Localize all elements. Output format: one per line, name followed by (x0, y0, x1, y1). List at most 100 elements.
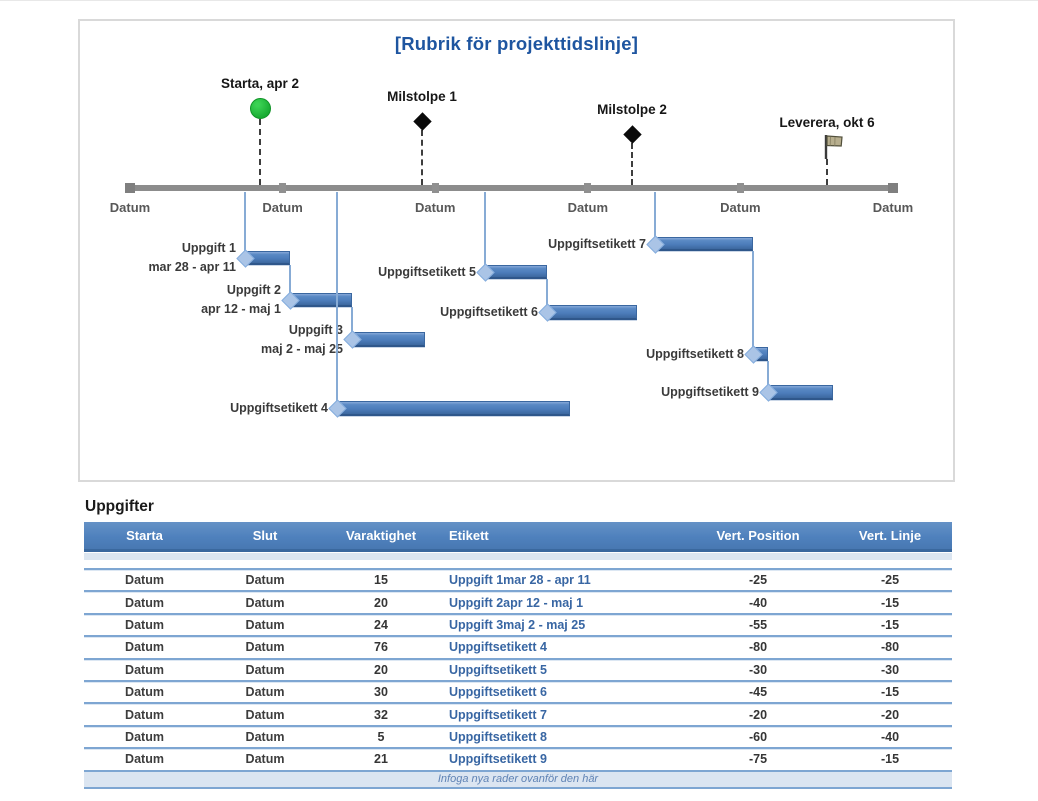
table-cell[interactable]: -20 (688, 708, 828, 722)
table-cell[interactable]: Uppgiftsetikett 7 (437, 708, 688, 722)
table-cell[interactable]: Uppgiftsetikett 8 (437, 730, 688, 744)
table-cell[interactable]: Datum (205, 730, 325, 744)
table-cell[interactable]: -60 (688, 730, 828, 744)
task-label-6: Uppgiftsetikett 6 (318, 303, 538, 322)
axis-tick-mark (737, 183, 744, 193)
table-cell[interactable]: -45 (688, 685, 828, 699)
table-cell[interactable]: -25 (688, 573, 828, 587)
table-cell[interactable]: Datum (84, 663, 205, 677)
milestone-label-deliver[interactable]: Leverera, okt 6 (732, 115, 922, 130)
table-cell[interactable]: -15 (828, 685, 952, 699)
table-spacer (84, 561, 952, 568)
chart-title[interactable]: [Rubrik för projekttidslinje] (78, 33, 955, 55)
table-cell[interactable]: Uppgift 3maj 2 - maj 25 (437, 618, 688, 632)
axis-date-label[interactable]: Datum (848, 200, 938, 215)
table-cell[interactable]: -75 (688, 752, 828, 766)
axis-date-label[interactable]: Datum (238, 200, 328, 215)
milestone-label-milestone-1[interactable]: Milstolpe 1 (327, 89, 517, 104)
table-cell[interactable]: Uppgiftsetikett 5 (437, 663, 688, 677)
table-cell[interactable]: Datum (84, 618, 205, 632)
task-connector-line (244, 192, 246, 251)
table-cell[interactable]: Datum (205, 573, 325, 587)
table-cell[interactable]: Datum (205, 596, 325, 610)
table-cell[interactable]: Datum (205, 685, 325, 699)
table-cell[interactable]: 15 (325, 573, 437, 587)
task-label-7: Uppgiftsetikett 7 (426, 235, 646, 254)
table-cell[interactable]: -15 (828, 596, 952, 610)
table-cell[interactable]: Datum (205, 618, 325, 632)
table-cell[interactable]: Datum (205, 752, 325, 766)
axis-date-label[interactable]: Datum (543, 200, 633, 215)
table-cell[interactable]: Datum (84, 752, 205, 766)
axis-date-label[interactable]: Datum (695, 200, 785, 215)
task-bar-9[interactable] (768, 385, 833, 400)
table-title: Uppgifter (85, 498, 154, 516)
table-cell[interactable]: 24 (325, 618, 437, 632)
task-bar-6[interactable] (547, 305, 637, 320)
table-cell[interactable]: Datum (84, 596, 205, 610)
table-cell[interactable]: Uppgiftsetikett 9 (437, 752, 688, 766)
column-header-slut[interactable]: Slut (205, 528, 325, 543)
table-cell[interactable]: Datum (84, 685, 205, 699)
table-cell[interactable]: Uppgiftsetikett 4 (437, 640, 688, 654)
column-header-varaktighet[interactable]: Varaktighet (325, 528, 437, 543)
column-header-etikett[interactable]: Etikett (437, 528, 688, 543)
table-cell[interactable]: Datum (84, 640, 205, 654)
table-cell[interactable]: Uppgift 2apr 12 - maj 1 (437, 596, 688, 610)
axis-tick-mark (888, 183, 898, 193)
table-cell[interactable]: -25 (828, 573, 952, 587)
table-cell[interactable]: Datum (84, 573, 205, 587)
task-bar-3[interactable] (352, 332, 425, 347)
table-cell[interactable]: 76 (325, 640, 437, 654)
table-cell[interactable]: -40 (828, 730, 952, 744)
axis-tick-mark (279, 183, 286, 193)
table-cell[interactable]: -15 (828, 618, 952, 632)
task-connector-line (336, 192, 338, 401)
milestone-leader-line (421, 130, 423, 185)
task-bar-7[interactable] (655, 237, 753, 251)
table-cell[interactable]: -80 (688, 640, 828, 654)
table-cell[interactable]: -80 (828, 640, 952, 654)
table-cell[interactable]: 5 (325, 730, 437, 744)
deliver-flag-icon[interactable] (823, 133, 845, 166)
table-cell[interactable]: 20 (325, 663, 437, 677)
column-header-vert-position[interactable]: Vert. Position (688, 528, 828, 543)
table-cell[interactable]: Datum (84, 730, 205, 744)
table-cell[interactable]: -40 (688, 596, 828, 610)
table-cell[interactable]: 21 (325, 752, 437, 766)
table-cell[interactable]: 20 (325, 596, 437, 610)
start-marker-icon[interactable] (250, 98, 271, 119)
column-header-vert-linje[interactable]: Vert. Linje (828, 528, 952, 543)
milestone-label-milestone-2[interactable]: Milstolpe 2 (537, 102, 727, 117)
table-cell[interactable]: Uppgift 1mar 28 - apr 11 (437, 573, 688, 587)
table-cell[interactable]: 32 (325, 708, 437, 722)
column-header-starta[interactable]: Starta (84, 528, 205, 543)
task-bar-4[interactable] (337, 401, 570, 416)
axis-date-label[interactable]: Datum (390, 200, 480, 215)
table-cell[interactable]: 30 (325, 685, 437, 699)
table-cell[interactable]: Datum (205, 708, 325, 722)
table-cell[interactable]: -15 (828, 752, 952, 766)
table-cell[interactable]: Datum (205, 640, 325, 654)
axis-tick-mark (125, 183, 135, 193)
table-cell[interactable]: -20 (828, 708, 952, 722)
table-cell[interactable]: Datum (84, 708, 205, 722)
table-cell[interactable]: Datum (205, 663, 325, 677)
table-cell[interactable]: -30 (688, 663, 828, 677)
timeline-axis (130, 185, 893, 191)
axis-tick-mark (584, 183, 591, 193)
table-cell[interactable]: -30 (828, 663, 952, 677)
table-insert-row-hint[interactable]: Infoga nya rader ovanför den här (84, 770, 952, 789)
table-cell[interactable]: -55 (688, 618, 828, 632)
task-label-5: Uppgiftsetikett 5 (256, 263, 476, 282)
table-cell[interactable]: Uppgiftsetikett 6 (437, 685, 688, 699)
axis-date-label[interactable]: Datum (85, 200, 175, 215)
